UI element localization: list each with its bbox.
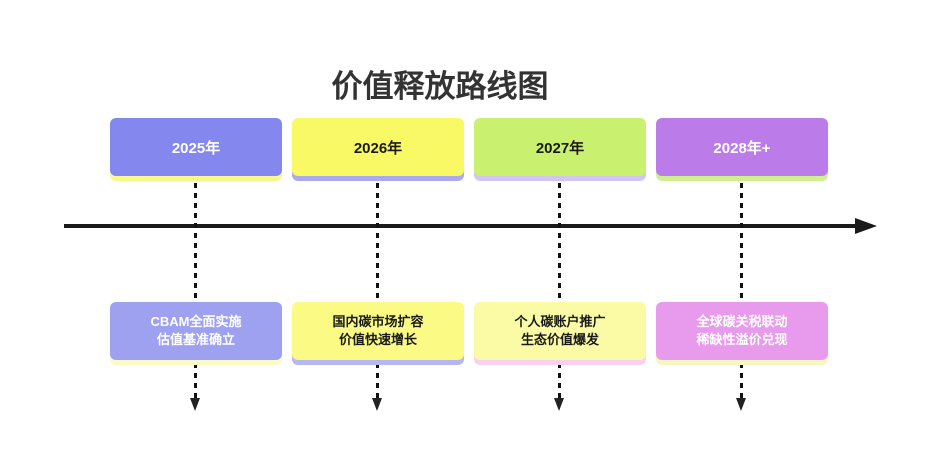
page-title: 价值释放路线图 xyxy=(331,69,549,104)
stage-detail-box: 个人碳账户推广 生态价值爆发 xyxy=(474,302,646,360)
timeline-stage-2028plus: 2028年+ 全球碳关税联动 稀缺性溢价兑现 xyxy=(656,0,828,474)
stage-detail-line: CBAM全面实施 xyxy=(150,314,242,329)
timeline-stage-2026: 2026年 国内碳市场扩容 价值快速增长 xyxy=(292,0,464,474)
connector-dashed-line xyxy=(194,183,197,398)
stage-detail-line: 生态价值爆发 xyxy=(520,332,599,347)
down-arrow-icon xyxy=(372,398,382,411)
stage-detail-line: 全球碳关税联动 xyxy=(696,314,788,329)
connector-dashed-line xyxy=(740,183,743,398)
connector-dashed-line xyxy=(376,183,379,398)
stage-year-box: 2027年 xyxy=(474,118,646,176)
stage-year-box: 2028年+ xyxy=(656,118,828,176)
stage-detail-line: 价值快速增长 xyxy=(338,332,417,347)
down-arrow-icon xyxy=(554,398,564,411)
timeline-stage-2025: 2025年 CBAM全面实施 估值基准确立 xyxy=(110,0,282,474)
stage-year-box: 2026年 xyxy=(292,118,464,176)
down-arrow-icon xyxy=(736,398,746,411)
stage-detail-line: 国内碳市场扩容 xyxy=(332,314,424,329)
stage-detail-line: 稀缺性溢价兑现 xyxy=(696,332,788,347)
down-arrow-icon xyxy=(190,398,200,411)
connector-dashed-line xyxy=(558,183,561,398)
stage-detail-line: 个人碳账户推广 xyxy=(514,314,606,329)
stage-year-box: 2025年 xyxy=(110,118,282,176)
timeline-axis-arrow-icon xyxy=(855,218,877,234)
stage-detail-box: 国内碳市场扩容 价值快速增长 xyxy=(292,302,464,360)
stage-detail-box: CBAM全面实施 估值基准确立 xyxy=(110,302,282,360)
stage-detail-line: 估值基准确立 xyxy=(156,332,235,347)
timeline-stage-2027: 2027年 个人碳账户推广 生态价值爆发 xyxy=(474,0,646,474)
timeline-axis-line xyxy=(64,224,856,228)
stage-detail-box: 全球碳关税联动 稀缺性溢价兑现 xyxy=(656,302,828,360)
